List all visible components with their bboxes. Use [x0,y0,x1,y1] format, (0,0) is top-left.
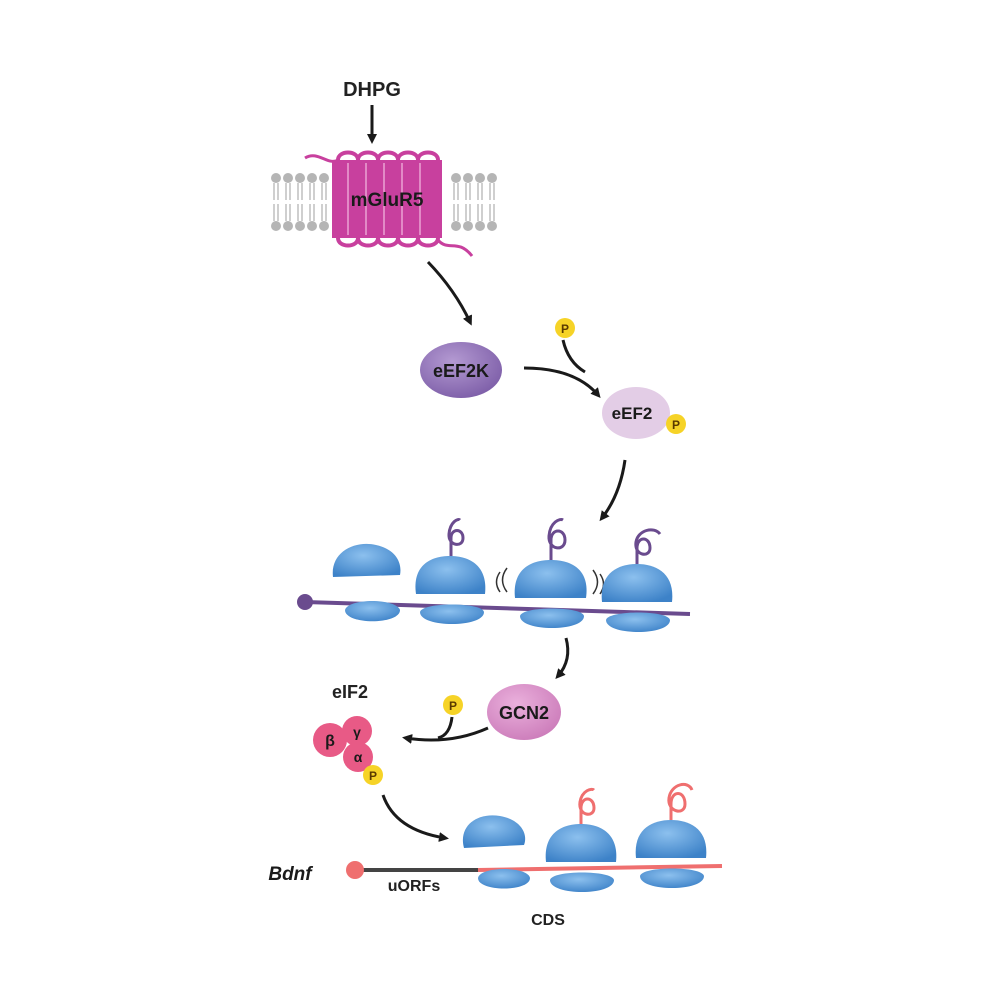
svg-text:P: P [672,418,680,432]
membrane-lipid [318,203,330,232]
bdnf-mrna: Bdnf uORFs CDS [268,782,723,929]
arrow-eef2-to-polysome [599,459,627,522]
membrane-lipid [450,203,462,232]
membrane-lipid [294,172,306,201]
svg-text:α: α [354,749,363,765]
membrane-lipid [474,172,486,201]
eif2-label: eIF2 [332,682,368,702]
arrow-gcn2-to-eif2 [402,726,489,744]
ribosome-1 [332,543,401,622]
phosphate-2: P [443,695,463,715]
membrane-lipid [486,203,498,232]
eef2-node: eEF2 P [602,387,686,439]
membrane-lipid [462,172,474,201]
membrane-lipid [282,203,294,232]
svg-text:P: P [561,322,569,336]
mglur5-receptor: mGluR5 [304,150,474,257]
arrow-eef2k-to-eef2 [523,366,601,399]
phosphate-1: P [555,318,575,338]
eef2k-node: eEF2K [420,342,502,398]
svg-text:β: β [325,733,335,750]
uorfs-label: uORFs [388,878,441,895]
eif2-phosphate [363,765,383,785]
dhpg-label: DHPG [343,79,401,101]
membrane-lipid [306,203,318,232]
eif2-gamma-subunit [342,716,372,746]
ribosome-2 [415,518,486,624]
arrow-eif2-to-bdnf [381,794,449,842]
membrane-lipid [318,172,330,201]
arrow-receptor-to-eef2k [426,260,472,326]
stalled-polysome [297,518,691,632]
arrow-polysome-to-gcn2 [555,637,570,680]
phosphate-2-arrow [437,716,454,740]
eef2-label: eEF2 [612,404,653,423]
membrane-lipid [486,172,498,201]
membrane-lipid [270,172,282,201]
svg-text:P: P [369,769,377,783]
eif2-beta-subunit [313,723,347,757]
membrane-lipid [294,203,306,232]
cds-label: CDS [531,912,565,929]
gcn2-label: GCN2 [499,703,549,723]
ribosome-4 [601,528,673,632]
svg-text:P: P [449,699,457,713]
ribosome-6 [545,787,617,892]
mrna-cap [297,594,313,610]
membrane-lipid [450,172,462,201]
membrane-lipid [474,203,486,232]
ribosome-3 [495,518,605,628]
gcn2-node: GCN2 [487,684,561,740]
membrane-lipid [306,172,318,201]
eif2-alpha-subunit [343,742,373,772]
membrane-lipid [282,172,294,201]
cds-region [477,864,723,872]
eef2-phosphate [666,414,686,434]
svg-text:γ: γ [353,724,361,740]
ribosome-7 [635,782,707,888]
membrane-lipid [270,203,282,232]
bdnf-mrna-cap [346,861,364,879]
eif2-complex: β γ α P [313,716,383,785]
ribosome-5 [462,815,530,889]
membrane-lipid [462,203,474,232]
phosphate-1-arrow [561,339,586,374]
bdnf-gene-label: Bdnf [268,864,313,885]
mglur5-label: mGluR5 [351,190,424,211]
eef2k-label: eEF2K [433,361,489,381]
